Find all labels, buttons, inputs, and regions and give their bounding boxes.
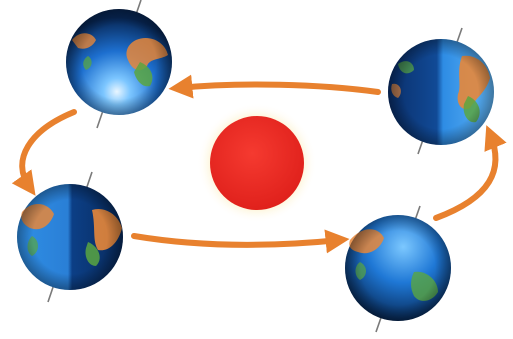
earth-globe-icon [17, 172, 123, 302]
orbit-arrow-icon [178, 85, 378, 92]
earth-globe-icon [388, 28, 494, 154]
orbit-arrow-icon [134, 236, 340, 245]
sun-icon [197, 103, 317, 223]
earth-globe-icon [66, 0, 172, 128]
orbit-arrow-icon [22, 112, 74, 188]
earth-globe-icon [345, 206, 451, 332]
orbit-arrow-icon [436, 134, 495, 218]
